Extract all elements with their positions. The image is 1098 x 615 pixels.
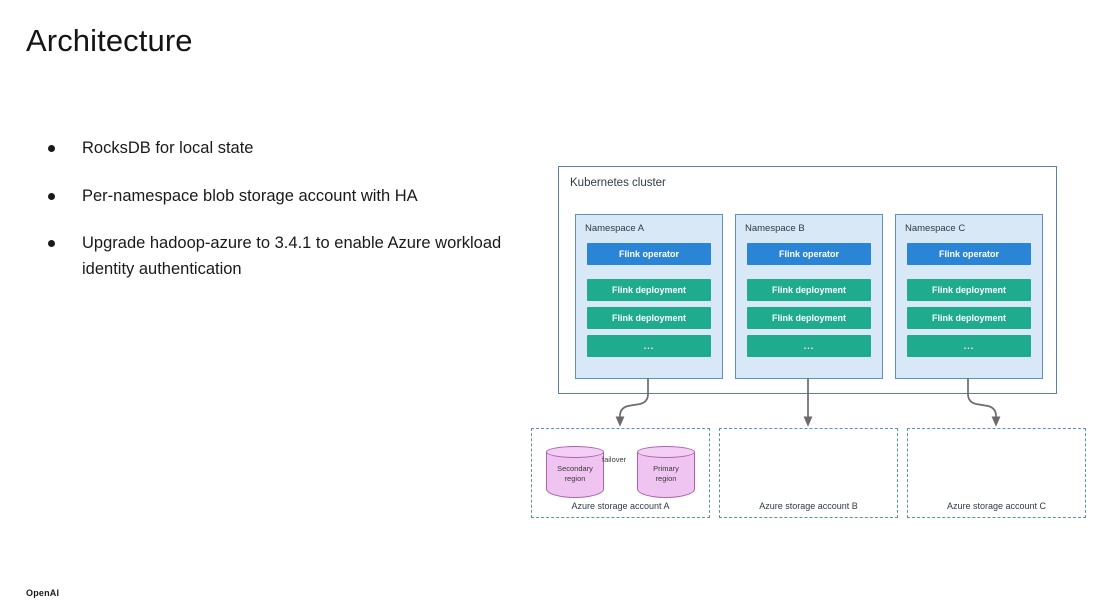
primary-region-cylinder: Primary region [637, 446, 695, 498]
flink-deployment-box: Flink deployment [747, 279, 871, 301]
azure-storage-account-b-box: Azure storage account B [719, 428, 898, 518]
cylinder-body [637, 452, 695, 498]
primary-region-label-line2: region [655, 474, 677, 484]
page-title: Architecture [26, 23, 193, 58]
azure-storage-account-a-label: Azure storage account A [571, 501, 670, 511]
namespace-b-label: Namespace B [745, 223, 805, 234]
flink-operator-box: Flink operator [747, 243, 871, 265]
failover-label: failover [602, 455, 627, 464]
cylinder-top [546, 446, 604, 458]
namespace-b-pods: Flink operator Flink deployment Flink de… [747, 243, 871, 357]
secondary-region-label-line1: Secondary [557, 464, 593, 473]
flink-deployment-box: Flink deployment [747, 307, 871, 329]
list-item: Upgrade hadoop-azure to 3.4.1 to enable … [48, 231, 528, 282]
list-item: RocksDB for local state [48, 136, 528, 162]
namespace-b-box: Namespace B Flink operator Flink deploym… [735, 214, 883, 379]
bullet-text: Upgrade hadoop-azure to 3.4.1 to enable … [82, 234, 502, 278]
bullet-list: RocksDB for local state Per-namespace bl… [48, 136, 528, 304]
bullet-text: RocksDB for local state [82, 139, 254, 157]
flink-deployment-box: Flink deployment [587, 279, 711, 301]
namespace-a-box: Namespace A Flink operator Flink deploym… [575, 214, 723, 379]
list-item: Per-namespace blob storage account with … [48, 184, 528, 210]
azure-storage-account-a-box: Secondary region Primary region failover… [531, 428, 710, 518]
flink-deployment-box: Flink deployment [907, 279, 1031, 301]
azure-storage-account-c-label: Azure storage account C [946, 501, 1047, 511]
namespace-a-label: Namespace A [585, 223, 645, 234]
secondary-region-label-line2: region [564, 474, 586, 484]
flink-deployment-ellipsis-box: ... [907, 335, 1031, 357]
openai-logo: OpenAI [26, 588, 60, 598]
flink-operator-box: Flink operator [907, 243, 1031, 265]
kubernetes-cluster-label: Kubernetes cluster [570, 177, 666, 189]
namespace-c-box: Namespace C Flink operator Flink deploym… [895, 214, 1043, 379]
azure-storage-account-c-box: Azure storage account C [907, 428, 1086, 518]
primary-region-label-line1: Primary [653, 464, 679, 473]
bullet-dot-icon [48, 240, 55, 248]
cylinder-body [546, 452, 604, 498]
primary-region-label: Primary region [637, 464, 695, 484]
bullet-text: Per-namespace blob storage account with … [82, 186, 418, 205]
bullet-dot-icon [48, 145, 55, 152]
namespace-c-pods: Flink operator Flink deployment Flink de… [907, 243, 1031, 357]
namespace-c-label: Namespace C [905, 223, 966, 234]
secondary-region-label: Secondary region [546, 464, 604, 484]
flink-operator-box: Flink operator [587, 243, 711, 265]
kubernetes-cluster-box: Kubernetes cluster Namespace A Flink ope… [558, 166, 1057, 394]
flink-deployment-ellipsis-box: ... [747, 335, 871, 357]
flink-deployment-ellipsis-box: ... [587, 335, 711, 357]
flink-deployment-box: Flink deployment [587, 307, 711, 329]
secondary-region-cylinder: Secondary region [546, 446, 604, 498]
flink-deployment-box: Flink deployment [907, 307, 1031, 329]
cylinder-top [637, 446, 695, 458]
namespace-a-pods: Flink operator Flink deployment Flink de… [587, 243, 711, 357]
bullet-dot-icon [48, 192, 55, 200]
azure-storage-account-b-label: Azure storage account B [759, 501, 858, 511]
